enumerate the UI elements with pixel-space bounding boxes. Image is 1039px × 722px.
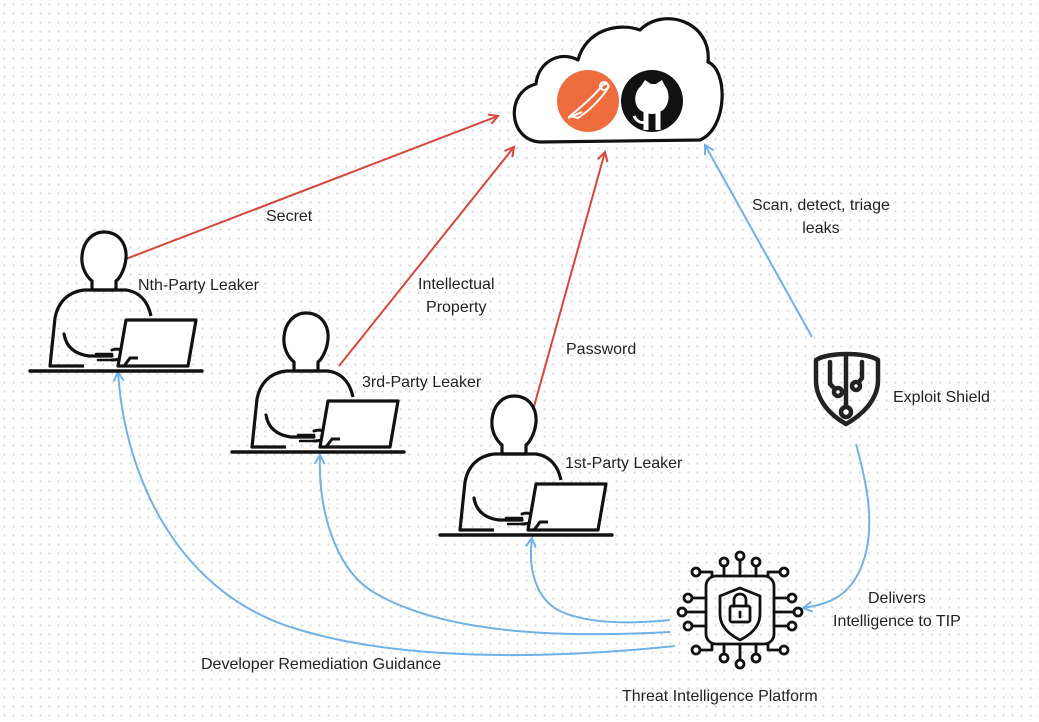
guidance-arrow-nth (118, 372, 676, 657)
delivers-arrow (803, 443, 871, 608)
postman-icon (557, 70, 619, 132)
guidance-arrow-3rd (320, 455, 671, 636)
delivers-label: Delivers Intelligence to TIP (833, 590, 961, 630)
nth-party-leaker-label: Nth-Party Leaker (138, 277, 259, 294)
exploit-shield-icon (813, 351, 881, 427)
leak-arrow-ip (338, 147, 514, 367)
threat-intelligence-platform-icon (676, 550, 804, 670)
guidance-label: Developer Remediation Guidance (201, 656, 442, 673)
scan-arrow (705, 145, 813, 338)
secret-label: Secret (266, 208, 313, 225)
threat-intelligence-platform-label: Threat Intelligence Platform (622, 688, 818, 705)
password-label: Password (566, 341, 637, 358)
leak-arrow-password (527, 152, 605, 429)
scan-label: Scan, detect, triage leaks (752, 197, 890, 237)
cloud-repository (512, 17, 724, 144)
exploit-shield-label: Exploit Shield (893, 389, 990, 406)
leak-arrow-secret (117, 116, 498, 263)
guidance-arrow-1st (531, 538, 671, 624)
intellectual-property-label: Intellectual Property (418, 276, 495, 316)
first-party-leaker-label: 1st-Party Leaker (565, 455, 683, 472)
nth-party-leaker-icon (28, 230, 204, 373)
github-icon (621, 70, 683, 132)
third-party-leaker-label: 3rd-Party Leaker (362, 374, 482, 391)
